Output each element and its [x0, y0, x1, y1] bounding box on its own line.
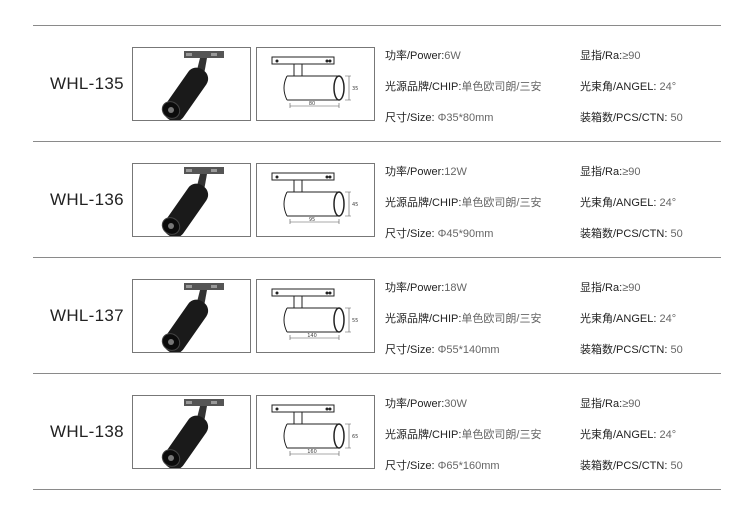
- svg-text:65: 65: [352, 434, 358, 440]
- spec-chip: 光源品牌/CHIP:单色欧司朗/三安: [385, 313, 542, 325]
- spec-ra: 显指/Ra:≥90: [580, 282, 641, 294]
- dimension-drawing: 80 35: [256, 47, 375, 121]
- spec-size: 尺寸/Size: Φ55*140mm: [385, 344, 500, 356]
- svg-text:95: 95: [309, 217, 315, 223]
- spec-size: 尺寸/Size: Φ45*90mm: [385, 228, 494, 240]
- spec-pcs: 装箱数/PCS/CTN: 50: [580, 344, 683, 356]
- spec-power: 功率/Power:12W: [385, 166, 467, 178]
- svg-text:140: 140: [307, 333, 317, 339]
- dimension-drawing: 95 45: [256, 163, 375, 237]
- spec-size: 尺寸/Size: Φ65*160mm: [385, 460, 500, 472]
- svg-text:80: 80: [309, 101, 315, 107]
- spec-angle: 光束角/ANGEL: 24°: [580, 197, 677, 209]
- product-photo: [132, 47, 251, 121]
- spec-power: 功率/Power:18W: [385, 282, 467, 294]
- product-row: WHL-135 80 35 功率/Power:6W 光源品牌/CHIP:单色欧司…: [33, 25, 721, 142]
- product-row: WHL-136 95 45 功率/Power:12W 光源品牌/CHIP:单色欧…: [33, 141, 721, 258]
- spec-angle: 光束角/ANGEL: 24°: [580, 429, 677, 441]
- product-row: WHL-137 140 55 功率/Power:18W 光源品牌/CHIP:单色…: [33, 257, 721, 374]
- model-number: WHL-138: [50, 422, 124, 441]
- svg-text:45: 45: [352, 202, 358, 208]
- dimension-drawing: 140 55: [256, 279, 375, 353]
- spec-power: 功率/Power:6W: [385, 50, 461, 62]
- model-number: WHL-137: [50, 306, 124, 325]
- spec-ra: 显指/Ra:≥90: [580, 398, 641, 410]
- dimension-drawing: 160 65: [256, 395, 375, 469]
- spec-angle: 光束角/ANGEL: 24°: [580, 313, 677, 325]
- model-number: WHL-136: [50, 190, 124, 209]
- spec-chip: 光源品牌/CHIP:单色欧司朗/三安: [385, 429, 542, 441]
- spec-pcs: 装箱数/PCS/CTN: 50: [580, 228, 683, 240]
- spec-size: 尺寸/Size: Φ35*80mm: [385, 112, 494, 124]
- product-row: WHL-138 160 65 功率/Power:30W 光源品牌/CHIP:单色…: [33, 373, 721, 490]
- spec-ra: 显指/Ra:≥90: [580, 50, 641, 62]
- product-photo: [132, 395, 251, 469]
- spec-pcs: 装箱数/PCS/CTN: 50: [580, 460, 683, 472]
- spec-power: 功率/Power:30W: [385, 398, 467, 410]
- svg-text:35: 35: [352, 86, 358, 92]
- spec-pcs: 装箱数/PCS/CTN: 50: [580, 112, 683, 124]
- spec-ra: 显指/Ra:≥90: [580, 166, 641, 178]
- spec-angle: 光束角/ANGEL: 24°: [580, 81, 677, 93]
- product-photo: [132, 279, 251, 353]
- svg-text:55: 55: [352, 318, 358, 324]
- spec-chip: 光源品牌/CHIP:单色欧司朗/三安: [385, 197, 542, 209]
- spec-chip: 光源品牌/CHIP:单色欧司朗/三安: [385, 81, 542, 93]
- model-number: WHL-135: [50, 74, 124, 93]
- bottom-divider: [33, 489, 721, 490]
- svg-text:160: 160: [307, 449, 317, 455]
- product-photo: [132, 163, 251, 237]
